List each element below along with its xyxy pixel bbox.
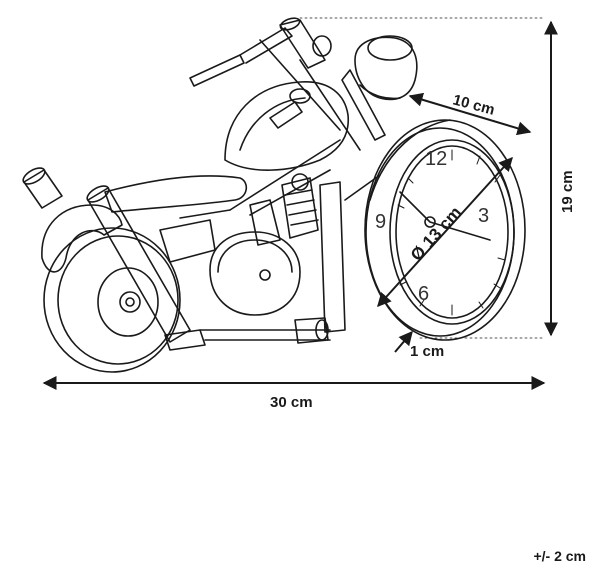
diameter-dimension-line — [377, 156, 513, 308]
numeral-3: 3 — [478, 205, 489, 227]
depth-dimension-line — [408, 92, 532, 136]
engine — [159, 173, 319, 316]
fuel-tank — [224, 81, 349, 171]
fork-knob — [289, 88, 311, 104]
handlebars — [189, 17, 386, 151]
numeral-9: 9 — [375, 211, 386, 233]
clock-face — [389, 139, 515, 325]
clock-ticks — [397, 149, 506, 316]
width-label: 30 cm — [270, 394, 313, 411]
numeral-6: 6 — [418, 283, 429, 305]
footpeg — [294, 317, 329, 344]
diameter-label: Ø 13 cm — [407, 203, 465, 265]
thickness-dimension-line — [394, 330, 413, 353]
dimension-lines — [42, 20, 558, 390]
tolerance-note: +/- 2 cm — [533, 548, 586, 564]
rear-fender — [41, 204, 123, 273]
frame — [179, 139, 381, 341]
headlight — [354, 35, 418, 101]
height-label: 19 cm — [559, 170, 576, 213]
rear-wheel — [43, 227, 181, 373]
seat — [104, 175, 248, 213]
motorcycle-clock-illustration — [22, 17, 546, 373]
thickness-label: 1 cm — [410, 343, 444, 360]
reference-lines — [299, 17, 546, 339]
rear-posts — [22, 167, 206, 351]
numeral-12: 12 — [425, 148, 447, 170]
